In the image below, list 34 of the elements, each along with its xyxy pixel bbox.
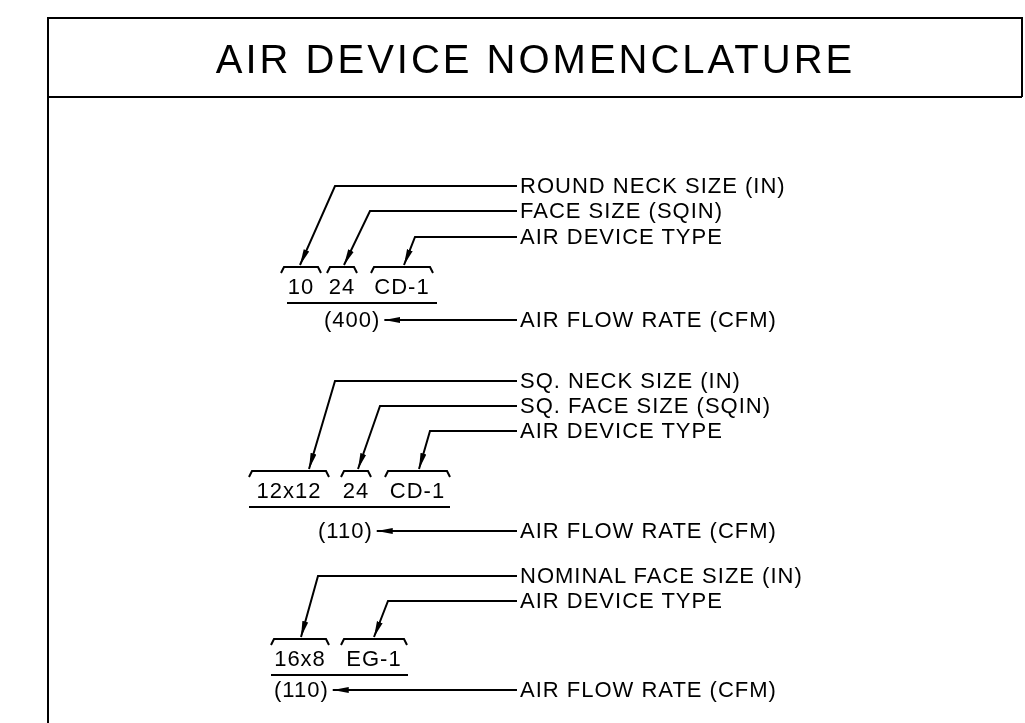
bracketed-code: 24 — [327, 266, 357, 300]
callout-text: AIR FLOW RATE (CFM) — [520, 678, 777, 702]
callout-text: NOMINAL FACE SIZE (IN) — [520, 564, 803, 588]
leader-line — [403, 236, 518, 266]
bracketed-code: CD-1 — [385, 470, 450, 504]
callout-text: FACE SIZE (SQIN) — [520, 199, 724, 223]
leader-line — [375, 528, 518, 534]
bracketed-code: 10 — [281, 266, 321, 300]
callout-text: AIR DEVICE TYPE — [520, 589, 723, 613]
callout-text: AIR DEVICE TYPE — [520, 225, 723, 249]
callout-text: ROUND NECK SIZE (IN) — [520, 174, 786, 198]
leader-line — [308, 380, 518, 470]
bracketed-code: EG-1 — [341, 638, 407, 672]
leader-line — [418, 430, 518, 470]
leader-line — [343, 210, 518, 266]
callout-text: AIR DEVICE TYPE — [520, 419, 723, 443]
bracketed-code: 24 — [341, 470, 371, 504]
diagram-title: AIR DEVICE NOMENCLATURE — [214, 36, 857, 83]
bracketed-code: 16x8 — [271, 638, 329, 672]
callout-text: SQ. FACE SIZE (SQIN) — [520, 394, 772, 418]
leader-line — [373, 600, 518, 638]
leader-line — [299, 185, 518, 266]
callout-text: AIR FLOW RATE (CFM) — [520, 308, 777, 332]
callout-text: SQ. NECK SIZE (IN) — [520, 369, 741, 393]
callout-text: AIR FLOW RATE (CFM) — [520, 519, 777, 543]
flow-value: (400) — [324, 308, 381, 332]
leader-line — [300, 575, 518, 638]
bracketed-code: 12x12 — [249, 470, 329, 504]
leader-line — [383, 317, 518, 323]
flow-value: (110) — [274, 678, 329, 702]
flow-value: (110) — [318, 519, 373, 543]
leader-line — [331, 687, 518, 693]
leader-line — [357, 405, 518, 470]
bracketed-code: CD-1 — [371, 266, 433, 300]
